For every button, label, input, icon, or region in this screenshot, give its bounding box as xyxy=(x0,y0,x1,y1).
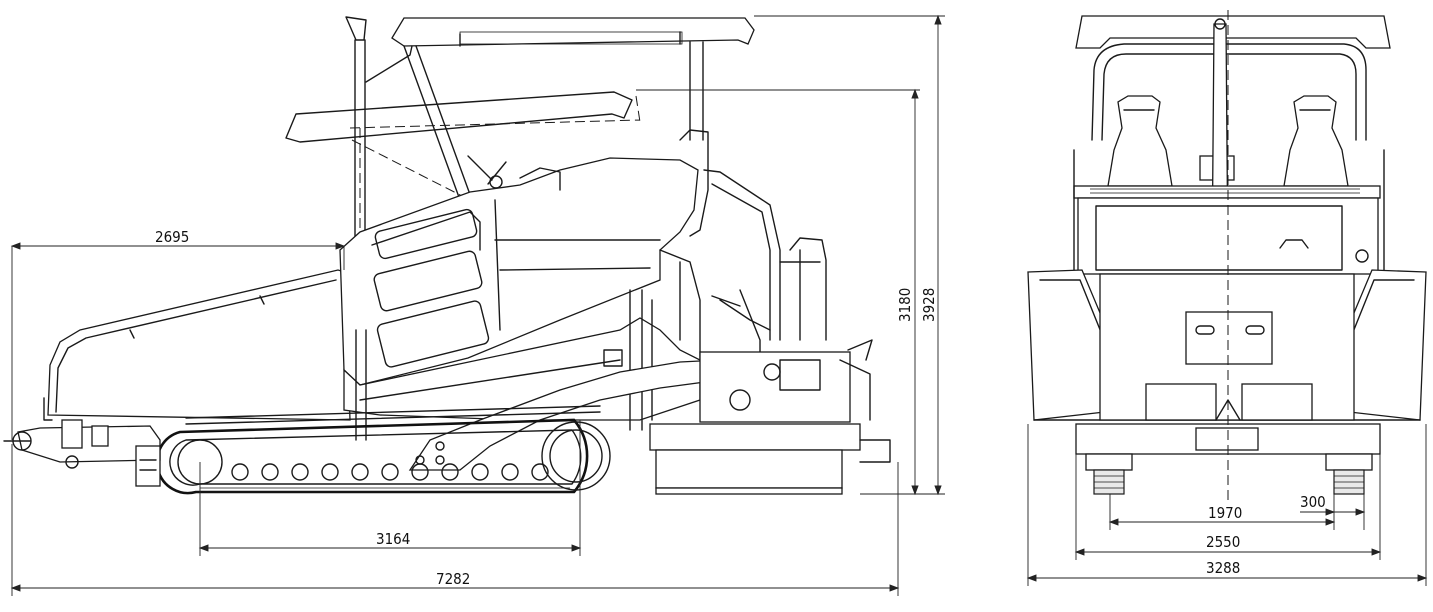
dim-track-inner: 1970 xyxy=(1208,504,1242,522)
dim-max-height: 3928 xyxy=(920,288,938,322)
rear-seats xyxy=(1107,95,1349,187)
rear-center-body xyxy=(1099,273,1355,421)
engine-hood xyxy=(339,155,699,386)
dim-wheelbase: 3164 xyxy=(376,530,410,548)
canopy-raised xyxy=(365,17,755,201)
side-view: 2695 3164 7282 3180 3928 xyxy=(3,14,945,596)
dim-overall-width: 3288 xyxy=(1206,559,1240,577)
exhaust-pipe xyxy=(345,16,367,251)
dim-track-outer: 2550 xyxy=(1206,533,1240,551)
side-dimensions: 2695 3164 7282 3180 3928 xyxy=(10,14,945,596)
rear-roof xyxy=(1075,15,1391,141)
operator-platform xyxy=(659,129,827,361)
dim-hopper-reach: 2695 xyxy=(155,228,189,246)
dim-overall-length: 7282 xyxy=(436,570,470,588)
dim-track-width: 300 xyxy=(1300,493,1326,511)
push-roller xyxy=(3,419,161,487)
track-rollers xyxy=(231,463,549,481)
dim-operating-height: 3180 xyxy=(896,288,914,322)
hopper xyxy=(43,269,351,421)
canopy-folded xyxy=(285,91,641,240)
rear-dimensions: 1970 300 2550 3288 xyxy=(1026,424,1428,586)
screed xyxy=(649,339,891,495)
rear-view: 1970 300 2550 3288 xyxy=(1026,10,1428,586)
